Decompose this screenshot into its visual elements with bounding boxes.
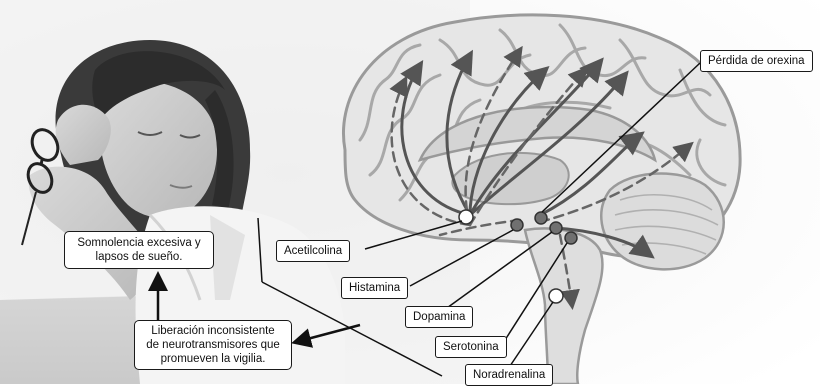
label-histamina: Histamina xyxy=(341,277,408,299)
label-perdida-orexina: Pérdida de orexina xyxy=(700,50,813,72)
cerebellum xyxy=(601,174,723,270)
histamina-nucleus xyxy=(511,219,523,231)
label-acetilcolina: Acetilcolina xyxy=(276,240,350,262)
noradrenalina-nucleus xyxy=(549,289,563,303)
label-serotonina: Serotonina xyxy=(435,336,507,358)
histamina-nucleus-2 xyxy=(535,212,547,224)
label-liberacion: Liberación inconsistente de neurotransmi… xyxy=(134,320,292,370)
label-somnolencia: Somnolencia excesiva y lapsos de sueño. xyxy=(64,231,214,269)
label-noradrenalina: Noradrenalina xyxy=(465,364,553,386)
label-dopamina: Dopamina xyxy=(405,306,473,328)
serotonina-nucleus xyxy=(565,232,577,244)
